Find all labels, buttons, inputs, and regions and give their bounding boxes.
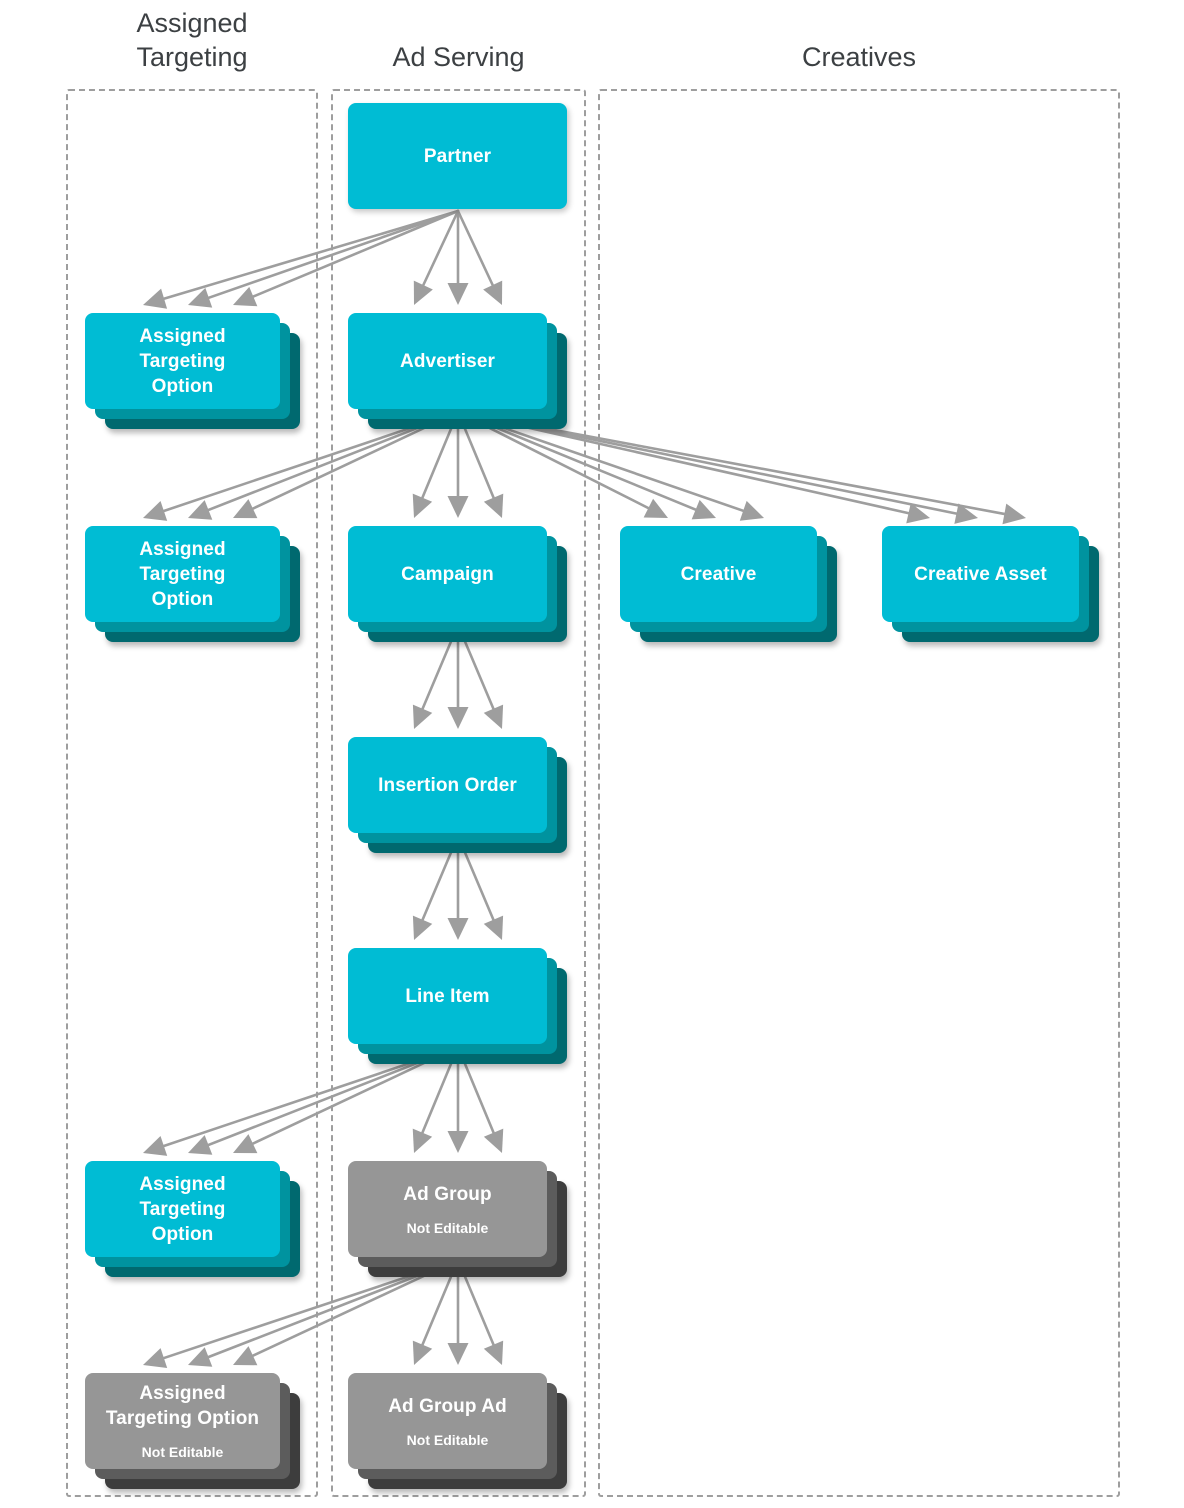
column-frame-ad-serving xyxy=(331,89,586,1497)
column-header-assigned-targeting: Assigned Targeting xyxy=(136,8,248,72)
node-title: Insertion Order xyxy=(378,774,517,796)
node-subtitle-not-editable: Not Editable xyxy=(406,1431,489,1448)
card-front-layer: Assigned Targeting Option xyxy=(85,526,280,622)
node-title: Assigned Targeting Option xyxy=(105,1383,260,1429)
node-title: Assigned Targeting Option xyxy=(139,538,226,610)
node-assigned-targeting-option-partner[interactable]: Assigned Targeting Option xyxy=(85,313,300,429)
node-title: Assigned Targeting Option xyxy=(139,325,226,397)
node-title: Line Item xyxy=(405,985,490,1007)
node-assigned-targeting-option-line-item[interactable]: Assigned Targeting Option xyxy=(85,1161,300,1277)
node-title: Advertiser xyxy=(400,350,495,372)
node-title: Assigned Targeting Option xyxy=(139,1173,226,1245)
node-assigned-targeting-option-advertiser[interactable]: Assigned Targeting Option xyxy=(85,526,300,642)
card-front-layer: Advertiser xyxy=(348,313,547,409)
card-front-layer: Insertion Order xyxy=(348,737,547,833)
column-header-ad-serving: Ad Serving xyxy=(392,42,525,72)
node-title: Partner xyxy=(423,145,492,167)
node-creative[interactable]: Creative xyxy=(620,526,837,642)
card-front-layer: Creative Asset xyxy=(882,526,1079,622)
card-front-layer: Partner xyxy=(348,103,567,209)
node-campaign[interactable]: Campaign xyxy=(348,526,567,642)
node-title: Ad Group Ad xyxy=(388,1395,507,1417)
node-subtitle-not-editable: Not Editable xyxy=(406,1219,489,1236)
card-front-layer: Campaign xyxy=(348,526,547,622)
card-front-layer: Assigned Targeting Option xyxy=(85,1161,280,1257)
node-title: Creative xyxy=(680,563,757,585)
card-front-layer: Creative xyxy=(620,526,817,622)
card-front-layer: Line Item xyxy=(348,948,547,1044)
node-subtitle-not-editable: Not Editable xyxy=(141,1444,224,1460)
card-front-layer: Assigned Targeting Option xyxy=(85,313,280,409)
node-line-item[interactable]: Line Item xyxy=(348,948,567,1064)
column-header-creatives: Creatives xyxy=(801,42,917,72)
node-partner[interactable]: Partner xyxy=(348,103,567,209)
node-title: Creative Asset xyxy=(914,563,1047,585)
node-title: Campaign xyxy=(401,563,494,585)
node-creative-asset[interactable]: Creative Asset xyxy=(882,526,1099,642)
node-title: Ad Group xyxy=(403,1183,492,1205)
column-frame-creatives xyxy=(598,89,1120,1497)
node-insertion-order[interactable]: Insertion Order xyxy=(348,737,567,853)
card-front-layer: Ad Group Ad Not Editable xyxy=(348,1373,547,1469)
node-advertiser[interactable]: Advertiser xyxy=(348,313,567,429)
column-frame-assigned-targeting xyxy=(66,89,318,1497)
node-ad-group-ad[interactable]: Ad Group Ad Not Editable xyxy=(348,1373,567,1489)
